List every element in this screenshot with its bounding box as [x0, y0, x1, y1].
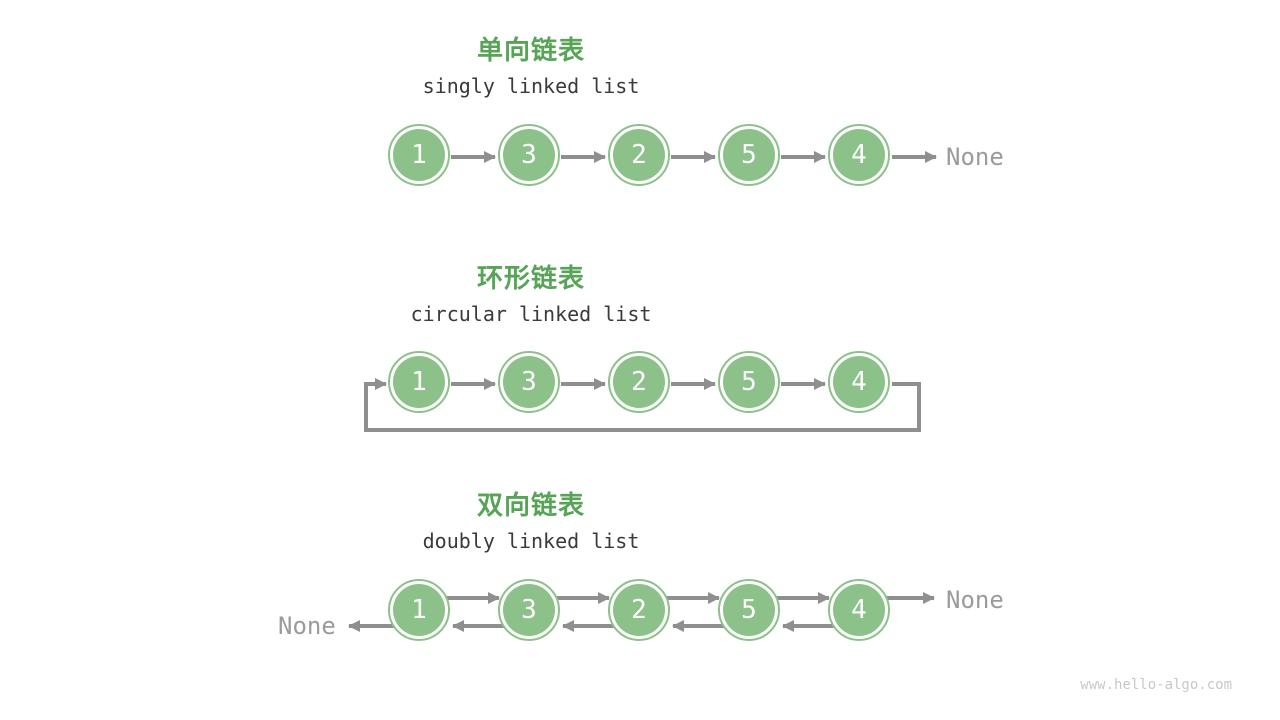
none-label: None [946, 586, 1004, 614]
watermark: www.hello-algo.com [1080, 677, 1232, 693]
list-node: 2 [608, 579, 670, 641]
circular-loop-connector [364, 378, 921, 432]
node-value: 4 [833, 584, 885, 636]
list-node: 4 [828, 351, 890, 413]
node-value: 4 [833, 129, 885, 181]
circular-title-zh: 环形链表 [476, 264, 585, 294]
node-value: 5 [723, 129, 775, 181]
list-node: 5 [718, 579, 780, 641]
list-node: 2 [608, 351, 670, 413]
doubly-arrows [348, 592, 935, 632]
node-value: 5 [723, 356, 775, 408]
list-node: 3 [498, 579, 560, 641]
node-value: 1 [393, 584, 445, 636]
node-value: 2 [613, 356, 665, 408]
circular-arrows [364, 378, 921, 432]
node-value: 2 [613, 129, 665, 181]
node-value: 5 [723, 584, 775, 636]
none-label: None [946, 143, 1004, 171]
none-label: None [278, 612, 336, 640]
list-node: 2 [608, 124, 670, 186]
singly-title-zh: 单向链表 [476, 36, 585, 66]
node-value: 2 [613, 584, 665, 636]
list-node: 5 [718, 351, 780, 413]
list-node: 1 [388, 351, 450, 413]
singly-title-en: singly linked list [422, 74, 640, 98]
node-value: 1 [393, 129, 445, 181]
list-node: 5 [718, 124, 780, 186]
node-value: 4 [833, 356, 885, 408]
doubly-title-zh: 双向链表 [476, 491, 585, 521]
list-node: 3 [498, 124, 560, 186]
doubly-title-en: doubly linked list [422, 529, 640, 553]
node-value: 3 [503, 356, 555, 408]
circular-title-en: circular linked list [410, 302, 652, 326]
node-value: 3 [503, 129, 555, 181]
node-value: 3 [503, 584, 555, 636]
list-node: 1 [388, 124, 450, 186]
list-node: 3 [498, 351, 560, 413]
list-node: 4 [828, 579, 890, 641]
node-value: 1 [393, 356, 445, 408]
list-node: 1 [388, 579, 450, 641]
list-node: 4 [828, 124, 890, 186]
